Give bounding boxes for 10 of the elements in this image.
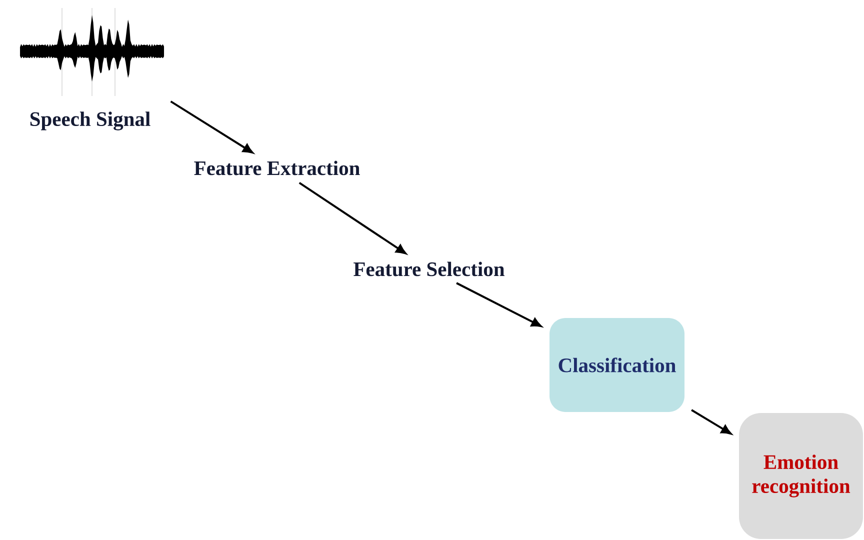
arrow [456, 282, 542, 328]
result-box: Emotion recognition [739, 412, 863, 539]
process-box: Classification [550, 318, 684, 412]
node-label: Speech Signal [30, 112, 150, 130]
arrow [691, 409, 732, 434]
step-label: Feature Extraction [194, 160, 360, 176]
step-label: Feature Selection [354, 262, 504, 276]
waveform-drawing [20, 8, 164, 96]
arrow [170, 100, 254, 154]
arrow [298, 182, 406, 254]
